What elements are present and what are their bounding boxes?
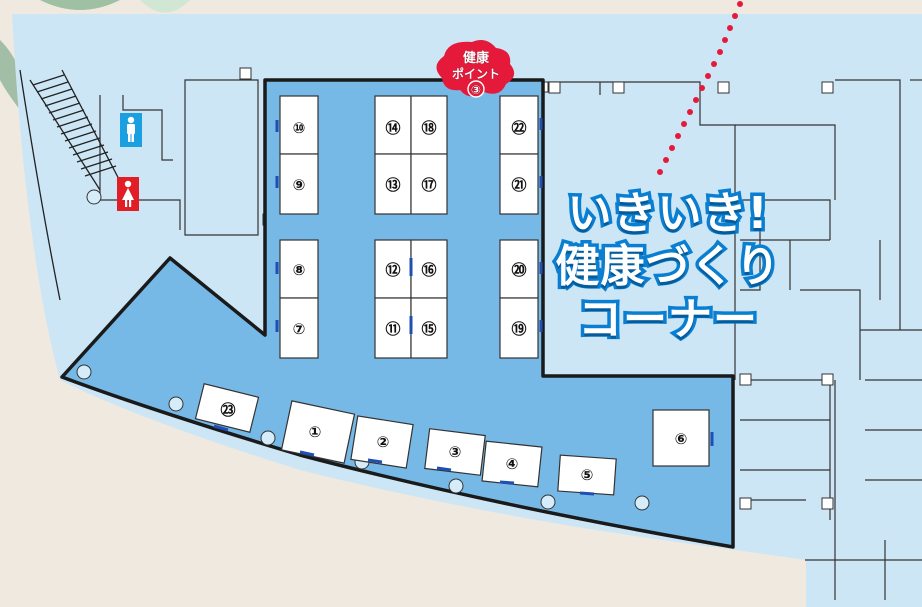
male-restroom-icon xyxy=(120,113,142,147)
booth-label: ⑨ xyxy=(293,176,306,194)
booth-label: ⑰ xyxy=(421,176,436,194)
booth-entrance-markers xyxy=(213,118,714,496)
booth-label: ⑧ xyxy=(293,261,306,279)
booth-label: ㉒ xyxy=(511,119,526,137)
badge-line2: ポイント xyxy=(452,66,500,81)
booth-label: ⑭ xyxy=(385,119,400,137)
badge-number: ③ xyxy=(471,83,481,97)
corner-pointer-dots xyxy=(657,1,743,175)
booth-label: ⑳ xyxy=(511,261,526,279)
booth-label: ⑦ xyxy=(293,320,306,338)
booth-label: ⑲ xyxy=(511,320,526,338)
staircase xyxy=(19,69,123,301)
booths xyxy=(194,95,710,496)
badge-line1: 健康 xyxy=(463,50,490,66)
health-point-badge: 健康 ポイント ③ xyxy=(436,40,515,98)
booth-label: ④ xyxy=(506,455,519,473)
booth-label: ⑤ xyxy=(581,466,594,484)
booth-label: ⑥ xyxy=(675,430,688,448)
booth-label: ⑮ xyxy=(421,320,436,338)
booth-label: ㉑ xyxy=(511,176,526,194)
booth-label: ⑪ xyxy=(385,320,400,338)
booth-label: ② xyxy=(377,433,390,451)
female-restroom-icon xyxy=(117,177,139,211)
corner-title-line1: いきいき! xyxy=(564,185,771,243)
booth-label: ⑫ xyxy=(385,261,400,279)
booth-label: ⑱ xyxy=(421,119,436,137)
booth-label: ① xyxy=(309,423,322,441)
pillar-circles xyxy=(76,189,650,511)
corner-title-line2: 健康づくり xyxy=(552,238,783,296)
booth-label: ⑩ xyxy=(293,119,306,137)
booth-label: ㉓ xyxy=(220,401,235,419)
booth-label: ⑯ xyxy=(421,261,436,279)
booth-labels: ⑩ ⑨ ⑧ ⑦ ⑭ ⑱ ⑬ ⑰ ⑫ ⑯ ⑪ ⑮ ㉒ ㉑ ⑳ ⑲ ㉓ ① ② ③ … xyxy=(220,119,687,484)
booth-label: ⑬ xyxy=(385,176,400,194)
building-walls xyxy=(99,79,922,600)
corner-title-line3: コーナー xyxy=(575,291,761,349)
booth-label: ③ xyxy=(449,443,462,461)
background-decoration xyxy=(0,0,190,110)
